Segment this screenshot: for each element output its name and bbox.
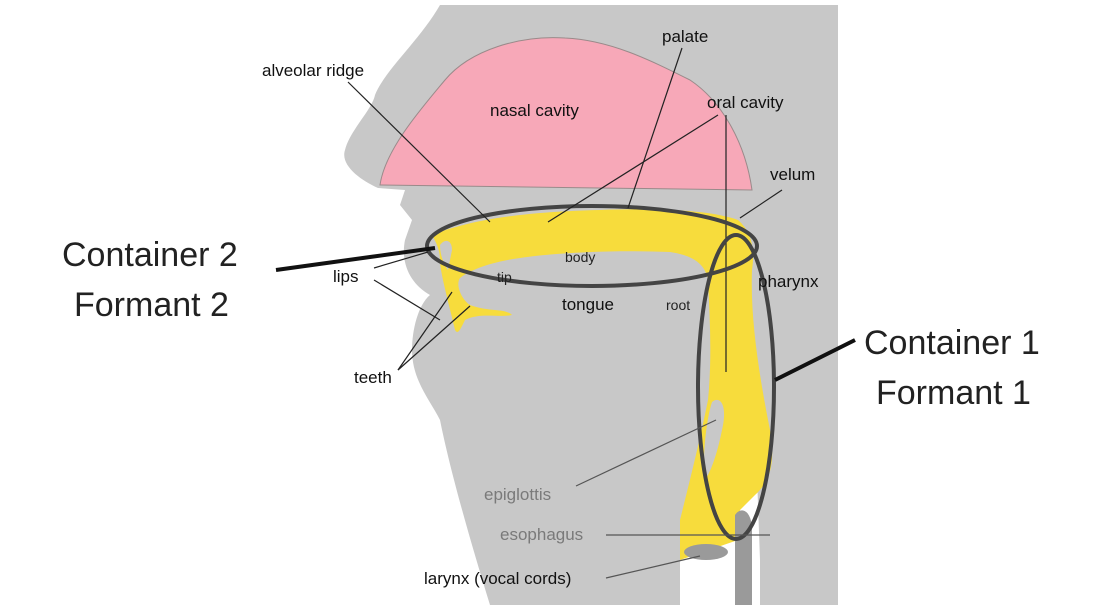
container-1-formant: Formant 1 bbox=[876, 374, 1031, 412]
label-velum: velum bbox=[770, 165, 815, 184]
velum-leader bbox=[739, 189, 783, 219]
epiglottis-shape bbox=[703, 399, 725, 480]
container-2-pointer bbox=[275, 246, 436, 272]
label-lips: lips bbox=[333, 267, 359, 286]
label-teeth: teeth bbox=[354, 368, 392, 387]
container-2-ellipse bbox=[425, 204, 759, 288]
teeth-leader-1 bbox=[397, 291, 453, 371]
label-alveolar-ridge: alveolar ridge bbox=[262, 61, 364, 80]
container-2-formant: Formant 2 bbox=[74, 286, 229, 324]
epiglottis-leader bbox=[575, 419, 717, 487]
teeth-leader-2 bbox=[397, 305, 471, 371]
label-epiglottis: epiglottis bbox=[484, 485, 551, 504]
label-body: body bbox=[565, 249, 595, 265]
label-larynx: larynx (vocal cords) bbox=[424, 569, 571, 588]
lips-leader-2 bbox=[373, 279, 441, 321]
label-tip: tip bbox=[497, 269, 512, 285]
label-tongue: tongue bbox=[562, 295, 614, 314]
label-pharynx: pharynx bbox=[758, 272, 819, 291]
container-1-title: Container 1 bbox=[864, 324, 1040, 362]
oral-cavity-leader bbox=[547, 114, 719, 223]
larynx-shape bbox=[684, 544, 728, 560]
container-2-title: Container 2 bbox=[62, 236, 238, 274]
alveolar-leader bbox=[347, 81, 491, 223]
lips-leader-1 bbox=[373, 251, 429, 269]
upper-teeth bbox=[440, 240, 452, 270]
palate-leader bbox=[627, 47, 683, 209]
label-nasal-cavity: nasal cavity bbox=[490, 101, 579, 120]
esophagus-shape bbox=[735, 510, 752, 605]
label-esophagus: esophagus bbox=[500, 525, 583, 544]
container-1-pointer bbox=[774, 338, 856, 382]
container-1-ellipse bbox=[696, 233, 776, 541]
label-oral-cavity: oral cavity bbox=[707, 93, 784, 112]
label-palate: palate bbox=[662, 27, 708, 46]
label-root: root bbox=[666, 297, 690, 313]
larynx-leader bbox=[605, 555, 701, 579]
